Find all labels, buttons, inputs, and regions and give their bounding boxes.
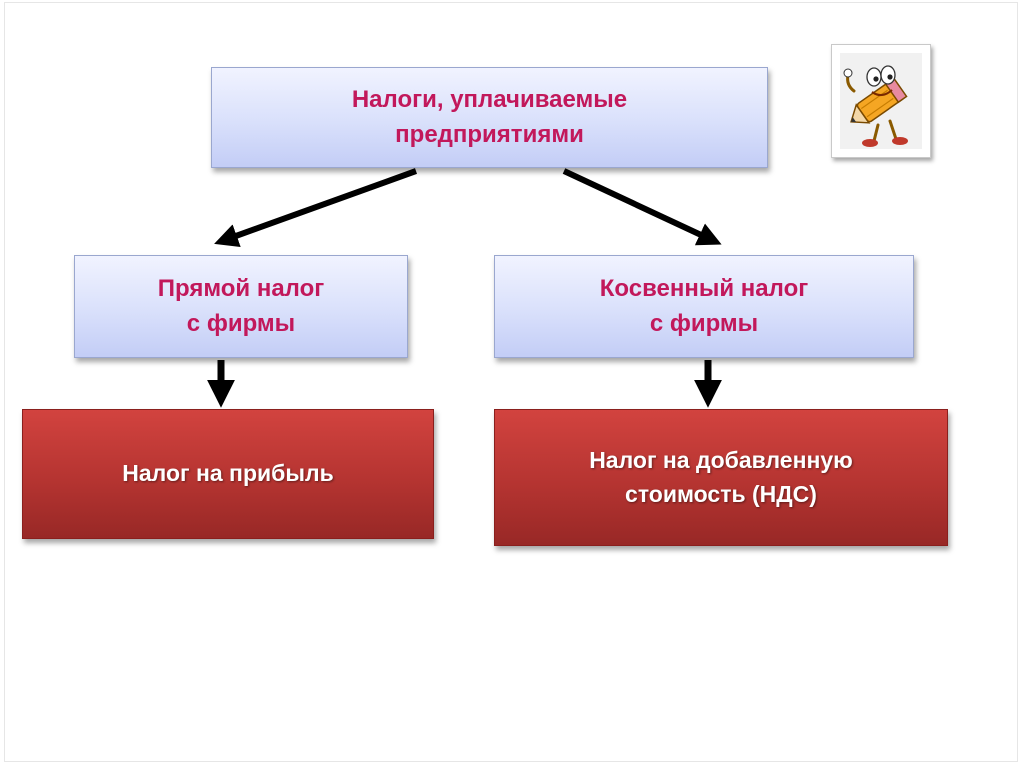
pencil-character-icon [831, 44, 931, 158]
direct-tax-label: Прямой налог с фирмы [157, 274, 325, 337]
indirect-tax-label: Косвенный налог с фирмы [599, 274, 809, 337]
profit-tax-box: Налог на прибыль [22, 409, 434, 539]
indirect-tax-box: Косвенный налог с фирмы [494, 255, 914, 358]
profit-tax-label: Налог на прибыль [122, 460, 334, 487]
root-box-label: Налоги, уплачиваемые предприятиями [351, 85, 628, 148]
slide-frame [4, 2, 1018, 762]
direct-tax-box: Прямой налог с фирмы [74, 255, 408, 358]
vat-box: Налог на добавленную стоимость (НДС) [494, 409, 948, 546]
vat-label: Налог на добавленную стоимость (НДС) [589, 447, 853, 507]
root-box: Налоги, уплачиваемые предприятиями [211, 67, 768, 168]
